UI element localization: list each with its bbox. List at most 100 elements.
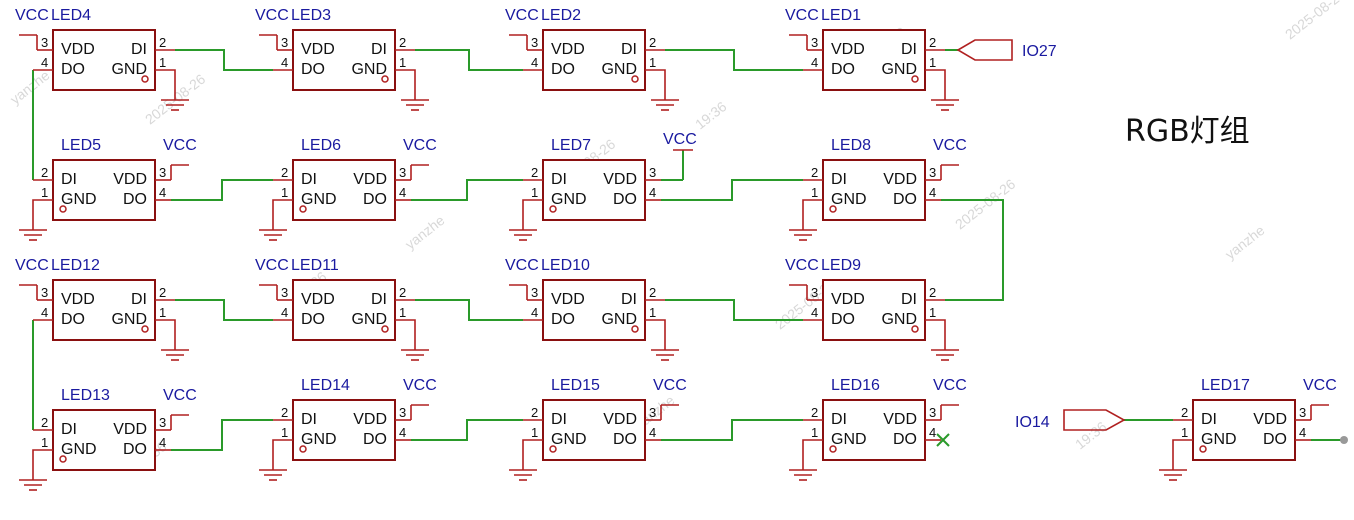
pin-label-vdd: VDD <box>61 41 95 58</box>
pin-label-di: DI <box>551 171 567 188</box>
pin-label-gnd: GND <box>351 311 387 328</box>
led-body <box>542 29 646 91</box>
pin-label-di: DI <box>301 411 317 428</box>
pin-gnd <box>32 199 53 230</box>
pin-label-vdd: VDD <box>883 171 917 188</box>
led-ref-label: LED12 <box>51 257 100 274</box>
led-body <box>822 279 926 341</box>
data-wire <box>941 199 1004 301</box>
pin-number-vdd: 3 <box>531 285 538 300</box>
pin-label-do: DO <box>1263 431 1287 448</box>
led-body <box>822 399 926 461</box>
pin-gnd <box>645 319 666 350</box>
pin-label-vdd: VDD <box>353 411 387 428</box>
vcc-label: VCC <box>255 7 289 24</box>
pin-number-gnd: 1 <box>531 185 538 200</box>
pin-label-di: DI <box>371 41 387 58</box>
pin-number-vdd: 3 <box>811 35 818 50</box>
pin-label-vdd: VDD <box>1253 411 1287 428</box>
io27-label: IO27 <box>1022 43 1057 60</box>
watermark-text: yanzhe <box>7 67 53 108</box>
watermark-text: yanzhe <box>402 212 448 253</box>
led-ref-label: LED13 <box>61 387 110 404</box>
led-ref-label: LED14 <box>301 377 350 394</box>
data-wire <box>665 49 803 71</box>
pin-number-di: 2 <box>649 285 656 300</box>
gnd-pin-marker <box>299 445 307 453</box>
vcc-label: VCC <box>933 137 967 154</box>
watermark-layer: yanzhe2025-08-2619:36yanzhe2025-08-2619:… <box>7 0 1348 472</box>
pin-label-do: DO <box>831 311 855 328</box>
pin-label-do: DO <box>551 61 575 78</box>
pin-number-vdd: 3 <box>929 405 936 420</box>
gnd-pin-marker <box>549 445 557 453</box>
pin-number-vdd: 3 <box>929 165 936 180</box>
data-wire <box>175 49 273 71</box>
led-ref-label: LED7 <box>551 137 591 154</box>
pin-number-do: 4 <box>159 435 166 450</box>
led-ref-label: LED11 <box>291 257 339 274</box>
vcc-label: VCC <box>163 387 197 404</box>
pin-number-vdd: 3 <box>41 285 48 300</box>
pin-label-di: DI <box>1201 411 1217 428</box>
pin-number-vdd: 3 <box>649 405 656 420</box>
pin-label-gnd: GND <box>601 311 637 328</box>
io27-net-flag <box>956 39 1013 61</box>
vcc-label: VCC <box>255 257 289 274</box>
gnd-pin-marker <box>911 75 919 83</box>
no-connect-mark <box>936 433 950 447</box>
pin-number-do: 4 <box>531 55 538 70</box>
pin-label-do: DO <box>551 311 575 328</box>
pin-number-di: 2 <box>281 165 288 180</box>
pin-label-do: DO <box>123 191 147 208</box>
pin-gnd <box>802 199 823 230</box>
pin-number-di: 2 <box>399 35 406 50</box>
pin-number-vdd: 3 <box>281 35 288 50</box>
led-body <box>52 29 156 91</box>
pin-label-vdd: VDD <box>603 411 637 428</box>
pin-number-do: 4 <box>399 185 406 200</box>
pin-number-gnd: 1 <box>281 185 288 200</box>
vcc-label: VCC <box>653 377 687 394</box>
pin-number-di: 2 <box>1181 405 1188 420</box>
vcc-label: VCC <box>15 257 49 274</box>
pin-gnd <box>1172 439 1193 470</box>
pin-number-gnd: 1 <box>399 305 406 320</box>
led-ref-label: LED6 <box>301 137 341 154</box>
pin-number-vdd: 3 <box>281 285 288 300</box>
data-wire <box>661 179 803 201</box>
pin-number-do: 4 <box>41 305 48 320</box>
vcc-label: VCC <box>785 7 819 24</box>
led-body <box>542 399 646 461</box>
led-ref-label: LED16 <box>831 377 880 394</box>
led-ref-label: LED15 <box>551 377 600 394</box>
pin-label-gnd: GND <box>301 191 337 208</box>
led-body <box>292 279 396 341</box>
pin-label-di: DI <box>371 291 387 308</box>
pin-number-gnd: 1 <box>649 55 656 70</box>
pin-label-di: DI <box>621 41 637 58</box>
pin-label-do: DO <box>123 441 147 458</box>
vcc-label: VCC <box>403 377 437 394</box>
pin-label-vdd: VDD <box>831 41 865 58</box>
led-ref-label: LED3 <box>291 7 331 24</box>
pin-gnd <box>522 439 543 470</box>
io14-label: IO14 <box>1015 414 1050 431</box>
vcc-label: VCC <box>505 7 539 24</box>
pin-label-vdd: VDD <box>353 171 387 188</box>
pin-number-vdd: 3 <box>531 35 538 50</box>
led-body <box>52 159 156 221</box>
